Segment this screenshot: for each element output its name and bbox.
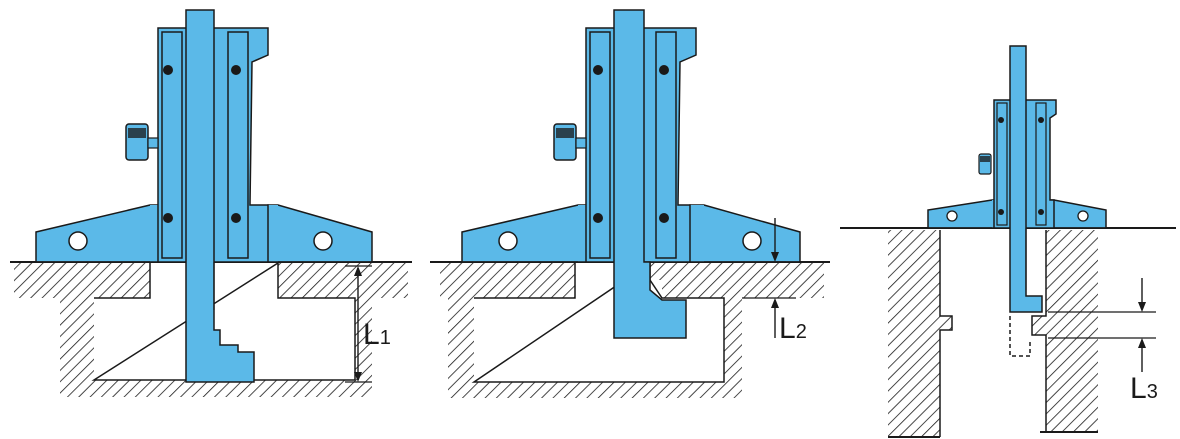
panel-2-step-measurement: L2 (430, 9, 830, 398)
depth-rod (185, 9, 255, 383)
left-rail (161, 31, 183, 259)
label-l2: L2 (779, 312, 807, 345)
screw-icon (659, 65, 669, 75)
screw-icon (1038, 209, 1044, 215)
depth-rod (613, 9, 687, 339)
screw-icon (1038, 117, 1044, 123)
base-hole-icon (946, 210, 958, 222)
base-hole-icon (1077, 210, 1089, 222)
right-rail (227, 31, 249, 259)
label-l1: L1 (363, 318, 391, 351)
base-hole-icon (742, 231, 762, 251)
screw-icon (998, 117, 1004, 123)
screw-icon (593, 65, 603, 75)
workpiece-left-wall (888, 230, 952, 437)
screw-icon (163, 213, 173, 223)
workpiece-right-wall (1032, 230, 1098, 432)
base-hole-icon (313, 231, 333, 251)
screw-icon (659, 213, 669, 223)
screw-icon (998, 209, 1004, 215)
base-hole-icon (498, 231, 518, 251)
screw-icon (163, 65, 173, 75)
screw-icon (231, 213, 241, 223)
depth-rod (1009, 45, 1043, 313)
dashed-tip-outline (1009, 316, 1031, 357)
workpiece-section (14, 263, 408, 397)
panel-3-narrow-step-measurement: L3 (840, 45, 1176, 438)
base-hole-icon (68, 231, 88, 251)
label-l3: L3 (1130, 372, 1158, 405)
workpiece-section (440, 263, 824, 398)
screw-icon (231, 65, 241, 75)
panel-1-depth-measurement: L1 (10, 9, 412, 397)
screw-icon (593, 213, 603, 223)
